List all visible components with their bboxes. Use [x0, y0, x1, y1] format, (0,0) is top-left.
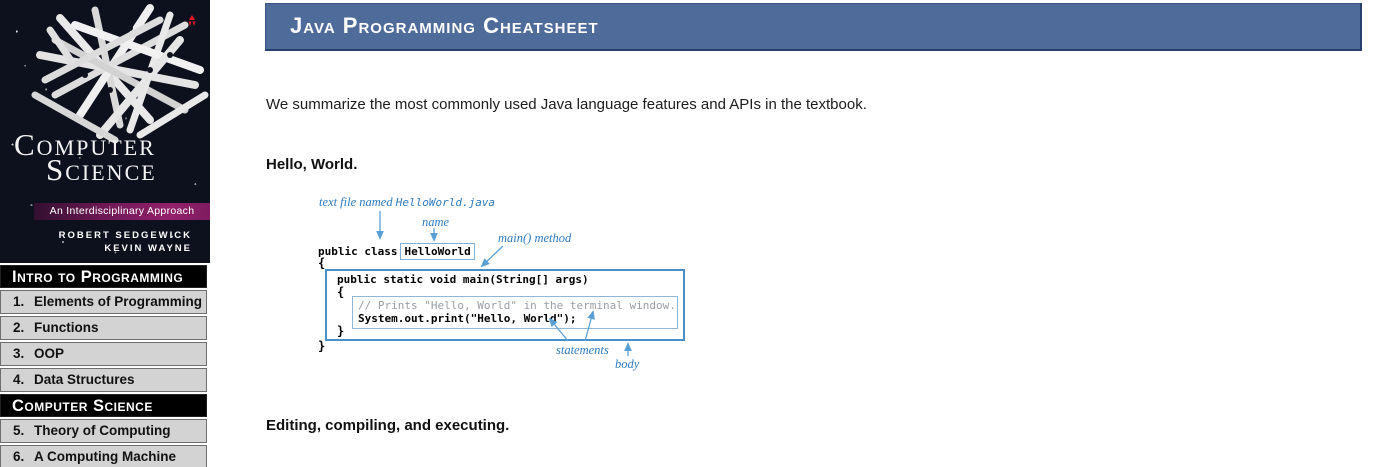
- annotation-statements: statements: [556, 343, 609, 357]
- cover-subtitle-band: An Interdisciplinary Approach: [34, 203, 210, 220]
- cover-title-line1: Computer: [14, 127, 156, 162]
- sidebar-item-a-computing-machine[interactable]: 6. A Computing Machine: [0, 445, 207, 467]
- item-number: 1.: [13, 294, 25, 309]
- sidebar: Computer Science An Interdisciplinary Ap…: [0, 0, 210, 467]
- item-number: 6.: [13, 449, 25, 464]
- annotation-name: name: [422, 215, 450, 229]
- hello-world-code-diagram: text file named HelloWorld.java name mai…: [300, 190, 700, 385]
- item-label: Theory of Computing: [34, 423, 171, 438]
- intro-paragraph: We summarize the most commonly used Java…: [266, 96, 867, 113]
- statements-box: [352, 296, 678, 329]
- annotation-body: body: [615, 357, 640, 371]
- sidebar-nav: Intro to Programming 1. Elements of Progr…: [0, 265, 207, 467]
- item-number: 4.: [13, 372, 25, 387]
- section-heading-editing-compiling-executing: Editing, compiling, and executing.: [266, 417, 510, 434]
- annotation-text-file-named: text file named HelloWorld.java: [319, 195, 495, 210]
- book-cover[interactable]: Computer Science An Interdisciplinary Ap…: [0, 0, 210, 263]
- item-label: Data Structures: [34, 372, 135, 387]
- sidebar-item-theory-of-computing[interactable]: 5. Theory of Computing: [0, 419, 207, 443]
- item-label: OOP: [34, 346, 65, 361]
- annotation-text: text file named: [319, 195, 393, 209]
- item-label: Functions: [34, 320, 99, 335]
- item-label: A Computing Machine: [34, 449, 176, 464]
- code-brace-close-inner: }: [337, 324, 345, 338]
- item-number: 2.: [13, 320, 25, 335]
- code-statement-line: System.out.print("Hello, World");: [358, 312, 577, 325]
- annotation-main-method: main() method: [498, 231, 572, 245]
- section-heading-hello-world: Hello, World.: [266, 156, 358, 173]
- nav-header-intro-to-programming: Intro to Programming: [0, 265, 207, 288]
- publisher-logo-icon: [188, 15, 196, 26]
- code-brace-open-inner: {: [337, 285, 345, 299]
- cover-authors: ROBERT SEDGEWICK KEVIN WAYNE: [59, 229, 192, 255]
- cover-author-2: KEVIN WAYNE: [104, 243, 192, 254]
- item-number: 3.: [13, 346, 25, 361]
- constellation-tangle-graphic: [31, 4, 209, 144]
- code-line-main-signature: public static void main(String[] args): [337, 273, 589, 286]
- nav-header-computer-science: Computer Science: [0, 394, 207, 417]
- code-line-class-declaration: public class HelloWorld: [318, 243, 475, 260]
- annotation-filename: HelloWorld.java: [395, 196, 496, 209]
- cover-title: Computer Science: [0, 127, 210, 187]
- arrow-main-method: [480, 245, 504, 268]
- item-label: Elements of Programming: [34, 294, 203, 309]
- item-number: 5.: [13, 423, 25, 438]
- sidebar-item-functions[interactable]: 2. Functions: [0, 316, 207, 340]
- classname-box: HelloWorld: [400, 243, 475, 260]
- cover-title-line2: Science: [46, 152, 157, 187]
- page-banner: Java Programming Cheatsheet: [265, 3, 1362, 51]
- code-brace-open-outer: {: [318, 256, 326, 270]
- sidebar-item-data-structures[interactable]: 4. Data Structures: [0, 368, 207, 392]
- sidebar-item-elements-of-programming[interactable]: 1. Elements of Programming: [0, 290, 207, 314]
- code-comment-line: // Prints "Hello, World" in the terminal…: [358, 299, 676, 312]
- code-class-prefix: public class: [318, 245, 398, 258]
- main-method-box: [325, 269, 685, 341]
- cover-author-1: ROBERT SEDGEWICK: [58, 230, 192, 241]
- sidebar-item-oop[interactable]: 3. OOP: [0, 342, 207, 366]
- code-brace-close-outer: }: [318, 339, 326, 353]
- page-title: Java Programming Cheatsheet: [290, 13, 599, 38]
